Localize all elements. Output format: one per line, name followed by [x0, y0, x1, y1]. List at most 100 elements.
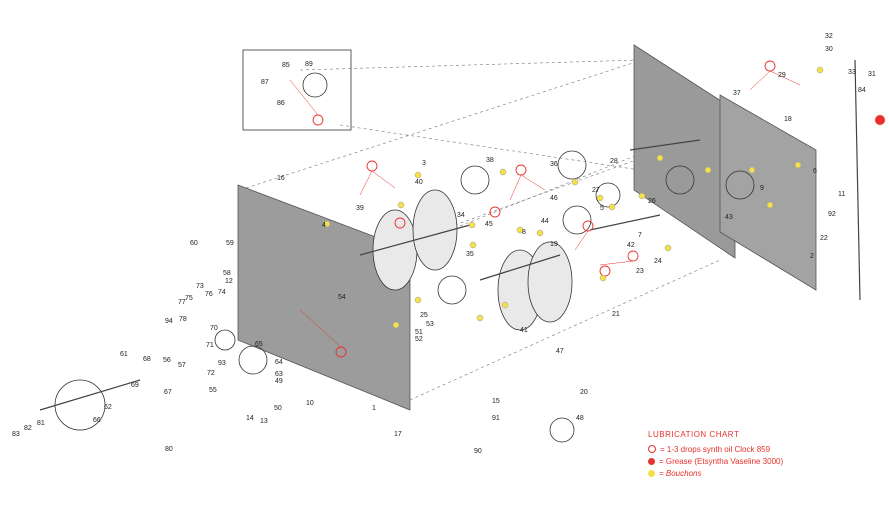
detail-inset-box — [242, 49, 352, 131]
part-label: 18 — [784, 116, 792, 123]
part-label: 75 — [185, 295, 193, 302]
legend-text-bouchons: = Bouchons — [659, 468, 702, 478]
part-label: 80 — [165, 446, 173, 453]
part-label: 37 — [733, 90, 741, 97]
part-label: 2 — [810, 253, 814, 260]
part-label: 85 — [282, 62, 290, 69]
part-label: 41 — [520, 327, 528, 334]
part-label: 25 — [420, 312, 428, 319]
part-label: 42 — [627, 242, 635, 249]
part-label: 3 — [422, 160, 426, 167]
part-label: 67 — [164, 389, 172, 396]
part-label: 55 — [209, 387, 217, 394]
part-label: 86 — [277, 100, 285, 107]
part-label: 78 — [179, 316, 187, 323]
arbors — [39, 59, 861, 411]
part-label: 20 — [580, 389, 588, 396]
part-label: 7 — [638, 232, 642, 239]
legend-text-grease: = Grease (Etsyntha Vaseline 3000) — [659, 456, 784, 466]
part-label: 16 — [277, 175, 285, 182]
part-label: 93 — [218, 360, 226, 367]
part-label: 46 — [550, 195, 558, 202]
part-label: 51 — [415, 329, 423, 336]
part-label: 5 — [600, 205, 604, 212]
part-label: 62 — [104, 404, 112, 411]
part-label: 76 — [205, 291, 213, 298]
part-label: 1 — [372, 405, 376, 412]
part-label: 43 — [725, 214, 733, 221]
part-label: 40 — [415, 179, 423, 186]
part-label: 48 — [576, 415, 584, 422]
part-label: 71 — [206, 342, 214, 349]
part-number-labels: 1 2 3 4 5 6 7 8 9 10 11 12 13 14 15 16 1… — [12, 33, 876, 455]
part-label: 22 — [820, 235, 828, 242]
legend-text-oil: = 1-3 drops synth oil Clock 859 — [660, 444, 771, 454]
part-label: 19 — [550, 241, 558, 248]
part-label: 66 — [93, 417, 101, 424]
legend-row-oil: = 1-3 drops synth oil Clock 859 — [648, 443, 848, 455]
part-label: 24 — [654, 258, 662, 265]
part-label: 73 — [196, 283, 204, 290]
back-plate — [633, 44, 817, 291]
part-label: 54 — [338, 294, 346, 301]
part-label: 23 — [636, 268, 644, 275]
part-label: 89 — [305, 61, 313, 68]
part-label: 34 — [457, 212, 465, 219]
part-label: 14 — [246, 415, 254, 422]
part-label: 60 — [190, 240, 198, 247]
part-label: 87 — [261, 79, 269, 86]
part-label: 32 — [825, 33, 833, 40]
part-label: 81 — [37, 420, 45, 427]
part-label: 58 — [223, 270, 231, 277]
part-label: 82 — [24, 425, 32, 432]
part-label: 70 — [210, 325, 218, 332]
part-label: 8 — [522, 229, 526, 236]
part-label: 29 — [778, 72, 786, 79]
part-label: 59 — [226, 240, 234, 247]
part-label: 83 — [12, 431, 20, 438]
part-label: 45 — [485, 221, 493, 228]
part-label: 64 — [275, 359, 283, 366]
part-label: 33 — [848, 69, 856, 76]
part-label: 56 — [163, 357, 171, 364]
part-label: 38 — [486, 157, 494, 164]
legend-title: LUBRICATION CHART — [648, 430, 740, 439]
part-label: 30 — [825, 46, 833, 53]
part-label: 36 — [550, 161, 558, 168]
part-label: 10 — [306, 400, 314, 407]
part-label: 90 — [474, 448, 482, 455]
part-label: 53 — [426, 321, 434, 328]
part-label: 49 — [275, 378, 283, 385]
part-label: 61 — [120, 351, 128, 358]
part-label: 9 — [760, 185, 764, 192]
part-label: 27 — [592, 187, 600, 194]
part-label: 31 — [868, 71, 876, 78]
part-label: 6 — [813, 168, 817, 175]
part-label: 21 — [612, 311, 620, 318]
legend-row-bouchons: = Bouchons — [648, 467, 848, 479]
yellow-filled-circle-icon — [648, 469, 655, 477]
oil-leader-lines — [289, 70, 801, 348]
part-label: 94 — [165, 318, 173, 325]
part-label: 65 — [255, 341, 263, 348]
part-label: 84 — [858, 87, 866, 94]
bouchon-points — [323, 66, 824, 329]
part-label: 11 — [838, 191, 845, 198]
gear-wheels — [54, 72, 755, 443]
part-label: 28 — [610, 158, 618, 165]
lubrication-chart-legend: LUBRICATION CHART = 1-3 drops synth oil … — [648, 430, 848, 479]
part-label: 35 — [466, 251, 474, 258]
part-label: 63 — [275, 371, 283, 378]
part-label: 72 — [207, 370, 215, 377]
part-label: 4 — [322, 222, 326, 229]
part-label: 74 — [218, 289, 226, 296]
part-label: 13 — [260, 418, 268, 425]
grease-point — [875, 115, 885, 125]
part-label: 26 — [648, 198, 656, 205]
part-label: 69 — [131, 382, 139, 389]
legend-row-grease: = Grease (Etsyntha Vaseline 3000) — [648, 455, 848, 467]
part-label: 57 — [178, 362, 186, 369]
part-label: 52 — [415, 336, 423, 343]
part-label: 15 — [492, 398, 500, 405]
